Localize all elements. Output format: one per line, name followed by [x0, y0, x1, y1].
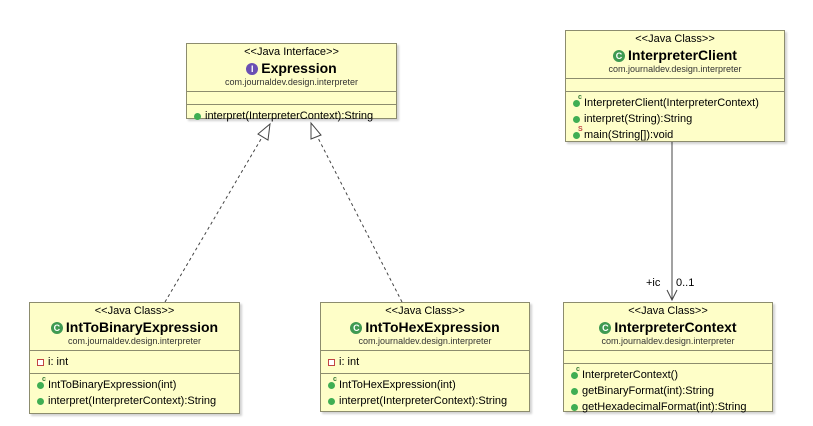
- class-icon: C: [613, 50, 626, 62]
- public-method-icon: [571, 372, 578, 379]
- public-method-icon: [37, 398, 44, 405]
- public-method-icon: [571, 388, 578, 395]
- association-role-label: +ic: [646, 277, 661, 289]
- class-icon: C: [599, 322, 612, 334]
- method-signature: InterpreterContext(): [582, 369, 678, 381]
- association-arrowhead: [666, 289, 678, 302]
- private-field-icon: [37, 359, 44, 366]
- realization-arrowhead-binary: [257, 122, 271, 141]
- package-label: com.journaldev.design.interpreter: [358, 336, 492, 346]
- attributes-section: [566, 79, 784, 92]
- package-label: com.journaldev.design.interpreter: [68, 336, 201, 346]
- public-method-icon: [328, 382, 335, 389]
- public-method-icon: [571, 404, 578, 411]
- private-field-icon: [328, 359, 335, 366]
- field-row[interactable]: i: int: [327, 354, 529, 370]
- realization-line-hex: [315, 133, 403, 303]
- constructor-marker-icon: c: [578, 94, 582, 101]
- stereotype-label: <<Java Class>>: [94, 305, 175, 317]
- association-multiplicity-label: 0..1: [676, 277, 695, 289]
- method-signature: interpret(InterpreterContext):String: [48, 395, 217, 407]
- static-marker-icon: S: [578, 126, 583, 133]
- method-signature: interpret(InterpreterContext):String: [339, 395, 508, 407]
- method-row[interactable]: interpret(String):String: [572, 111, 784, 127]
- attributes-section: [564, 351, 772, 364]
- constructor-marker-icon: c: [333, 376, 337, 383]
- class-icon: C: [50, 322, 63, 334]
- method-row[interactable]: interpret(InterpreterContext):String: [327, 393, 529, 409]
- method-signature: IntToHexExpression(int): [339, 379, 456, 391]
- public-method-icon: [573, 132, 580, 139]
- class-name: Expression: [261, 60, 337, 76]
- method-signature: InterpreterClient(InterpreterContext): [584, 97, 759, 109]
- field-row[interactable]: i: int: [36, 354, 239, 370]
- method-row[interactable]: interpret(InterpreterContext):String: [36, 393, 239, 409]
- field-signature: i: int: [339, 356, 360, 368]
- attributes-section: i: int: [321, 351, 529, 374]
- class-name: InterpreterClient: [628, 47, 737, 63]
- class-name: IntToBinaryExpression: [65, 319, 219, 335]
- method-signature: IntToBinaryExpression(int): [48, 379, 177, 391]
- public-method-icon: [328, 398, 335, 405]
- method-row[interactable]: getHexadecimalFormat(int):String: [570, 399, 772, 415]
- constructor-marker-icon: c: [576, 366, 580, 373]
- method-signature: interpret(String):String: [584, 113, 693, 125]
- constructor-marker-icon: c: [42, 376, 46, 383]
- method-signature: interpret(InterpreterContext):String: [205, 110, 374, 122]
- attributes-section: [187, 92, 396, 105]
- stereotype-label: <<Java Class>>: [385, 305, 465, 317]
- stereotype-label: <<Java Interface>>: [244, 46, 339, 58]
- public-method-icon: [573, 100, 580, 107]
- public-method-icon: [37, 382, 44, 389]
- class-name: InterpreterContext: [614, 319, 737, 335]
- public-method-icon: [194, 113, 201, 120]
- method-row[interactable]: getBinaryFormat(int):String: [570, 383, 772, 399]
- public-method-icon: [573, 116, 580, 123]
- stereotype-label: <<Java Class>>: [628, 305, 708, 317]
- method-signature: getHexadecimalFormat(int):String: [582, 401, 747, 413]
- class-name: IntToHexExpression: [365, 319, 500, 335]
- field-signature: i: int: [48, 356, 69, 368]
- package-label: com.journaldev.design.interpreter: [608, 64, 742, 74]
- realization-arrowhead-hex: [310, 121, 322, 140]
- class-icon: C: [350, 322, 363, 334]
- package-label: com.journaldev.design.interpreter: [225, 77, 358, 87]
- realization-line-binary: [164, 133, 265, 303]
- method-signature: getBinaryFormat(int):String: [582, 385, 715, 397]
- method-signature: main(String[]):void: [584, 129, 674, 141]
- package-label: com.journaldev.design.interpreter: [601, 336, 735, 346]
- stereotype-label: <<Java Class>>: [635, 33, 715, 45]
- methods-section: interpret(InterpreterContext):String: [187, 105, 396, 127]
- interface-icon: I: [246, 63, 259, 75]
- attributes-section: i: int: [30, 351, 239, 374]
- method-row[interactable]: interpret(InterpreterContext):String: [193, 108, 396, 124]
